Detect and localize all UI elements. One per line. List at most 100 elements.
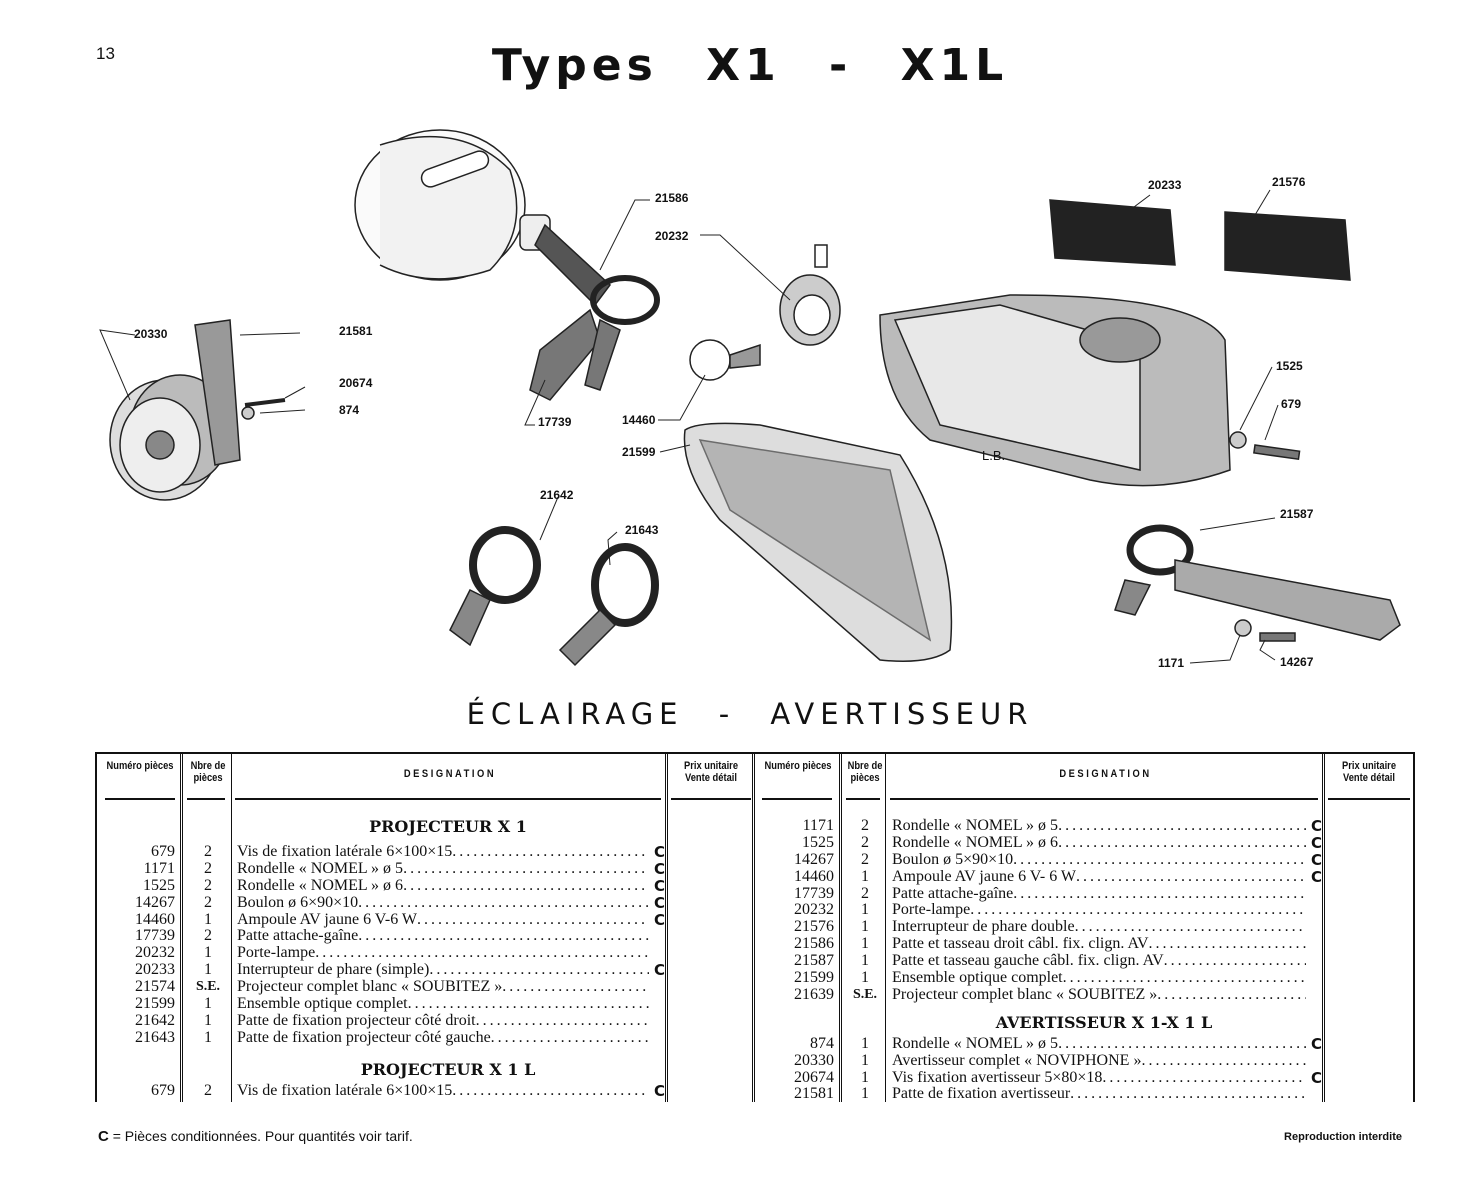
dot-leader: [417, 912, 649, 929]
part-number: 21581: [794, 1085, 834, 1103]
quantity: 1: [204, 961, 212, 979]
packaged-flag: C: [1310, 868, 1322, 886]
quantity: 1: [861, 969, 869, 987]
part-number: 21639: [794, 985, 834, 1003]
designation-text: Vis de fixation latérale 6×100×15: [237, 1082, 453, 1099]
dot-leader: [1070, 1086, 1306, 1103]
designation-text: Boulon ø 6×90×10: [237, 894, 359, 911]
quantity: 1: [861, 952, 869, 970]
packaged-flag: C: [653, 1082, 665, 1100]
label-lb: L.B.: [982, 448, 1006, 463]
housing-drawing: [879, 294, 1231, 487]
table-row: 20233 1 Interrupteur de phare (simple)C: [97, 961, 665, 979]
designation: Interrupteur de phare (simple)C: [231, 962, 665, 979]
table-left-half: Numéro pièces Nbre de pièces DESIGNATION…: [97, 754, 752, 1102]
dot-leader: [1076, 869, 1306, 886]
part-number: 1525: [802, 833, 834, 851]
packaged-flag: [1306, 987, 1322, 1004]
packaged-flag: C: [1310, 818, 1322, 835]
lamp-holder-drawing: [779, 244, 841, 346]
part-number: 20232: [794, 901, 834, 919]
lens-drawing: [683, 422, 953, 662]
designation: Boulon ø 6×90×10 C: [231, 895, 665, 912]
packaged-flag: C: [653, 860, 665, 878]
quantity: S.E.: [852, 986, 878, 1002]
part-number: 21642: [135, 1011, 175, 1029]
dot-leader: [429, 962, 649, 979]
designation: Patte de fixation projecteur côté gauche: [231, 1030, 665, 1047]
section-heading: AVERTISSEUR X 1-X 1 L: [995, 1012, 1213, 1032]
designation-text: Patte et tasseau droit câbl. fix. clign.…: [892, 936, 1149, 953]
packaged-flag: [649, 1013, 665, 1030]
dot-leader: [1058, 835, 1306, 852]
part-number: 679: [151, 843, 175, 860]
packaged-flag: C: [1310, 1069, 1322, 1087]
quantity: 1: [861, 1034, 869, 1052]
designation: Porte-lampe: [231, 945, 665, 962]
dot-leader: [452, 1083, 649, 1100]
designation-text: Patte de fixation projecteur côté gauche: [237, 1029, 491, 1046]
packaged-flag: C: [653, 962, 665, 980]
designation-text: Rondelle « NOMEL » ø 5: [892, 818, 1059, 834]
quantity: 2: [861, 850, 869, 868]
label-874: 874: [339, 403, 360, 417]
quantity: 1: [204, 995, 212, 1013]
designation-text: Porte-lampe: [892, 902, 971, 919]
leader-lines: [99, 189, 1279, 664]
quantity: 1: [861, 918, 869, 936]
designation: Ampoule AV jaune 6 V-6 WC: [231, 912, 665, 929]
quantity: 1: [861, 901, 869, 919]
designation-text: Patte et tasseau gauche câbl. fix. clign…: [892, 953, 1164, 970]
designation-text: Rondelle « NOMEL » ø 6: [237, 877, 404, 894]
packaged-flag: C: [653, 911, 665, 929]
part-number: 21574: [135, 978, 175, 996]
section-heading: PROJECTEUR X 1 L: [360, 1059, 536, 1079]
designation-text: Interrupteur de phare double: [892, 919, 1075, 936]
part-number: 20233: [135, 961, 175, 979]
dot-leader: [1058, 818, 1306, 835]
label-21576: 21576: [1272, 175, 1306, 189]
dot-leader: [970, 902, 1306, 919]
quantity: 2: [861, 833, 869, 851]
label-14267: 14267: [1280, 655, 1314, 669]
designation: Rondelle « NOMEL » ø 6C: [886, 835, 1322, 852]
quantity: 2: [861, 884, 869, 902]
designation: Vis de fixation latérale 6×100×15C: [231, 844, 665, 861]
label-1525: 1525: [1276, 359, 1303, 373]
header-numero: Numéro pièces: [106, 760, 174, 772]
label-679: 679: [1281, 397, 1302, 411]
horn-drawing: [109, 319, 286, 501]
packaged-flag: [649, 979, 665, 996]
packaged-flag: C: [653, 894, 665, 912]
part-number: 20330: [794, 1051, 834, 1069]
dot-leader: [315, 945, 649, 962]
quantity: 1: [861, 1085, 869, 1103]
part-number: 21599: [135, 995, 175, 1013]
page-title: Types X1 - X1L: [491, 40, 1009, 91]
designation: Vis de fixation latérale 6×100×15 C: [231, 1083, 665, 1100]
arm-drawing: [1114, 524, 1401, 641]
bulb-drawing: [689, 339, 761, 381]
designation: Projecteur complet blanc « SOUBITEZ »: [886, 987, 1322, 1004]
designation: Projecteur complet blanc « SOUBITEZ »: [231, 979, 665, 996]
quantity: 2: [204, 927, 212, 945]
dot-leader: [502, 979, 649, 996]
table-row: 21639 S.E. Projecteur complet blanc « SOUB…: [752, 985, 1322, 1004]
packaged-flag: [1306, 970, 1322, 987]
label-21643: 21643: [625, 523, 659, 537]
packaged-flag: [1306, 1086, 1322, 1103]
part-number: 874: [810, 1034, 834, 1052]
